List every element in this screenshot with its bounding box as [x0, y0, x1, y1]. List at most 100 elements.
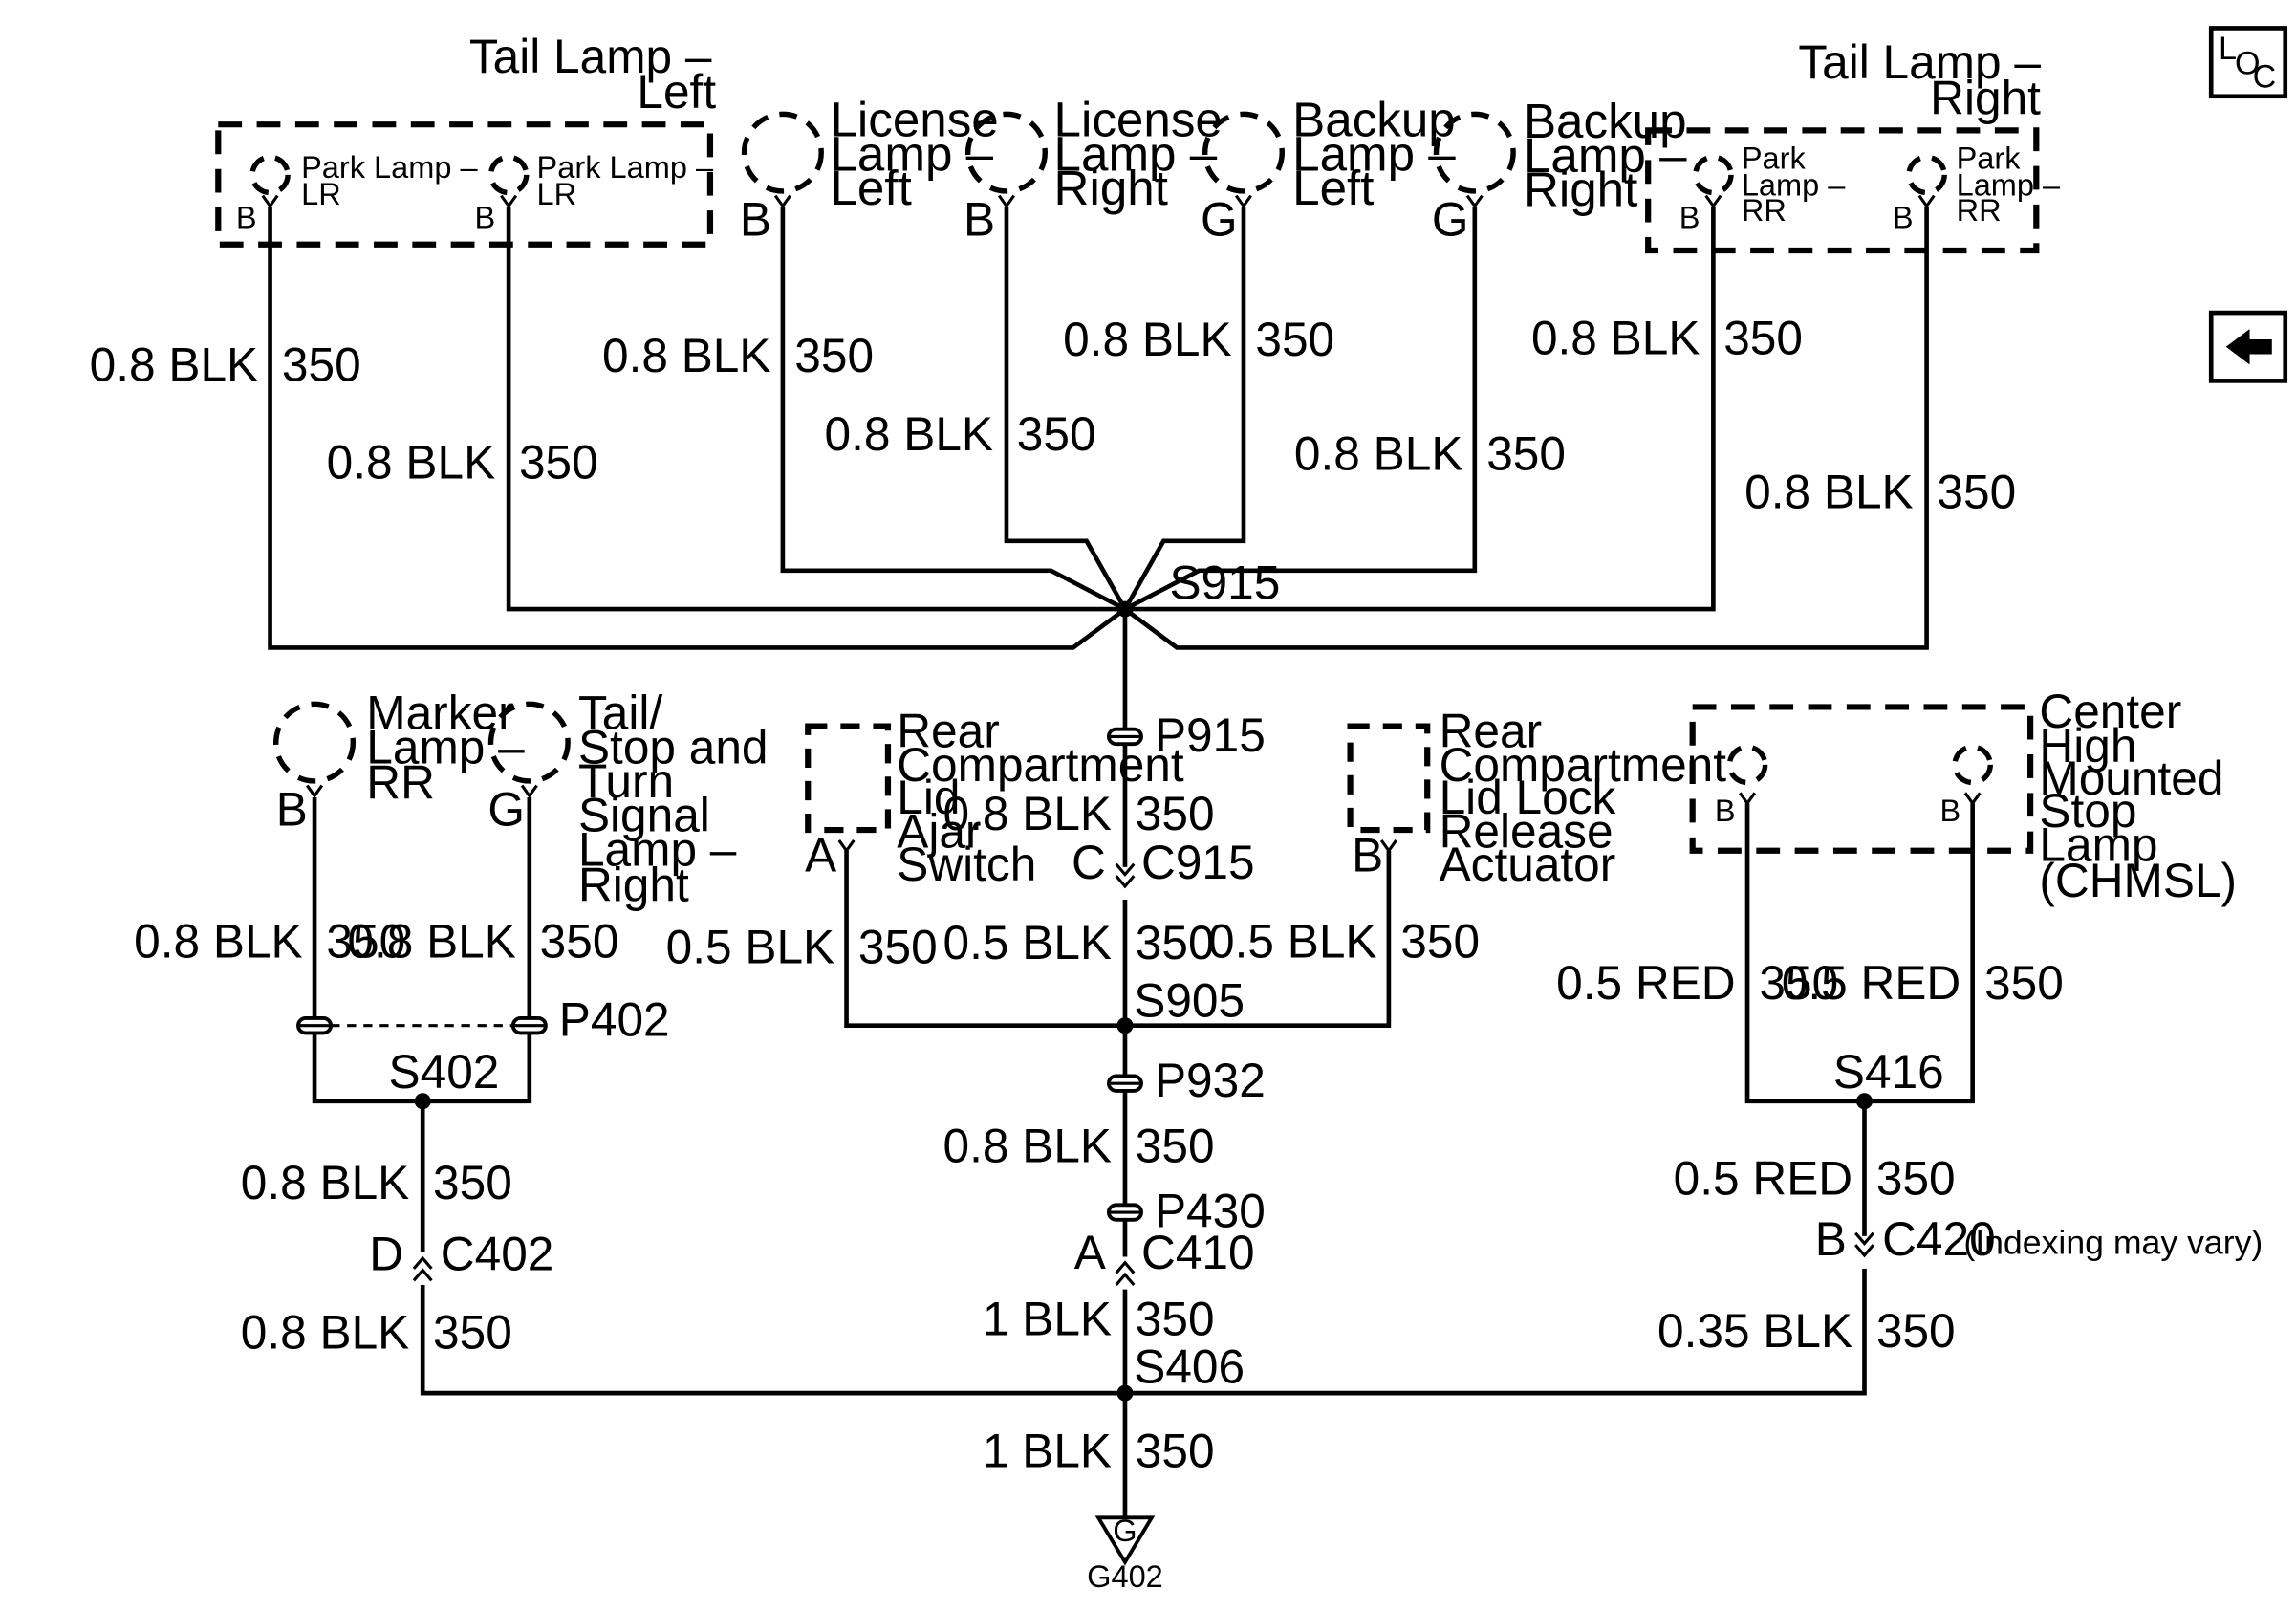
- svg-text:0.35 BLK: 0.35 BLK: [1657, 1304, 1852, 1358]
- svg-text:G: G: [1201, 192, 1238, 246]
- svg-text:350: 350: [1136, 916, 1215, 969]
- svg-text:B: B: [1893, 201, 1914, 235]
- svg-text:350: 350: [1017, 407, 1096, 461]
- splice-s915: [1116, 600, 1134, 618]
- svg-text:LR: LR: [301, 177, 341, 211]
- svg-text:License: License: [1054, 93, 1223, 147]
- svg-text:Left: Left: [637, 65, 716, 119]
- chmsl: B B Center High Mounted Stop Lamp (CHMSL…: [1689, 685, 2237, 907]
- svg-text:(Indexing may vary): (Indexing may vary): [1963, 1223, 2263, 1261]
- svg-text:0.8 BLK: 0.8 BLK: [327, 436, 495, 490]
- svg-text:0.8 BLK: 0.8 BLK: [347, 914, 515, 968]
- svg-text:Lid: Lid: [897, 771, 960, 824]
- svg-text:Backup: Backup: [1524, 94, 1687, 148]
- license-lamp-left: License Lamp – Left B: [740, 93, 999, 247]
- svg-text:0.8 BLK: 0.8 BLK: [1294, 426, 1462, 480]
- svg-text:Release: Release: [1440, 805, 1614, 859]
- svg-text:Park Lamp –: Park Lamp –: [537, 150, 714, 185]
- center-trunk: P915 0.8 BLK 350 C C915 0.5 BLK 350 S905…: [943, 609, 1266, 1518]
- svg-text:S402: S402: [389, 1045, 500, 1099]
- svg-text:O: O: [2235, 46, 2261, 82]
- svg-text:Lamp –: Lamp –: [1054, 126, 1218, 181]
- svg-text:0.8 BLK: 0.8 BLK: [602, 329, 770, 382]
- svg-text:Left: Left: [1292, 161, 1374, 215]
- svg-text:350: 350: [282, 337, 361, 391]
- svg-text:P932: P932: [1155, 1054, 1266, 1107]
- svg-text:S406: S406: [1134, 1339, 1245, 1393]
- svg-text:350: 350: [1876, 1304, 1956, 1358]
- svg-text:A: A: [805, 828, 836, 882]
- svg-text:350: 350: [1486, 426, 1566, 480]
- svg-text:350: 350: [1984, 956, 2064, 1010]
- svg-text:High: High: [2039, 719, 2136, 773]
- release-actuator: B Rear Compartment Lid Lock Release Actu…: [1124, 704, 1727, 1029]
- svg-text:0.5 BLK: 0.5 BLK: [666, 921, 834, 974]
- svg-text:D: D: [369, 1227, 403, 1280]
- svg-text:B: B: [276, 782, 308, 836]
- right-cluster-wires: 0.5 RED 350 0.5 RED 350 S416 0.5 RED 350…: [1124, 803, 2263, 1396]
- svg-text:G402: G402: [1087, 1559, 1163, 1594]
- back-arrow-icon[interactable]: [2208, 310, 2288, 383]
- svg-text:350: 350: [794, 329, 874, 382]
- svg-text:A: A: [1074, 1226, 1106, 1279]
- svg-text:P430: P430: [1155, 1185, 1266, 1238]
- left-cluster-wires: P402 0.8 BLK 350 0.8 BLK 350 S402 0.8 BL…: [134, 796, 1125, 1396]
- svg-text:Tail Lamp –: Tail Lamp –: [1798, 35, 2041, 89]
- svg-text:Rear: Rear: [897, 704, 1000, 757]
- svg-text:Switch: Switch: [897, 838, 1036, 891]
- svg-text:0.5 RED: 0.5 RED: [1674, 1151, 1852, 1205]
- svg-text:Park: Park: [1957, 142, 2022, 176]
- svg-text:P915: P915: [1155, 708, 1266, 762]
- svg-text:0.5 RED: 0.5 RED: [1782, 956, 1960, 1010]
- svg-text:0.8 BLK: 0.8 BLK: [943, 1119, 1112, 1172]
- svg-text:RR: RR: [1742, 193, 1787, 228]
- park-lamp-rr-2: Park Lamp – RR B: [1893, 142, 2061, 235]
- svg-text:Lamp –: Lamp –: [578, 822, 737, 876]
- svg-text:350: 350: [326, 914, 405, 968]
- svg-text:350: 350: [519, 436, 598, 490]
- svg-text:B: B: [964, 192, 995, 246]
- svg-text:350: 350: [1876, 1151, 1956, 1205]
- svg-text:Compartment: Compartment: [1440, 738, 1727, 792]
- svg-text:G: G: [1113, 1513, 1137, 1548]
- svg-text:0.8 BLK: 0.8 BLK: [1531, 311, 1700, 364]
- svg-text:350: 350: [540, 914, 619, 968]
- svg-text:B: B: [1352, 828, 1383, 882]
- svg-text:Mounted: Mounted: [2039, 751, 2223, 805]
- svg-text:0.8 BLK: 0.8 BLK: [241, 1156, 409, 1209]
- svg-text:0.5 BLK: 0.5 BLK: [1208, 914, 1376, 968]
- loc-icon[interactable]: L O C: [2208, 26, 2288, 99]
- svg-text:0.8 BLK: 0.8 BLK: [825, 407, 993, 461]
- svg-text:0.8 BLK: 0.8 BLK: [241, 1306, 409, 1360]
- svg-text:350: 350: [1400, 914, 1480, 968]
- svg-text:Tail/: Tail/: [578, 686, 662, 740]
- svg-text:LR: LR: [537, 177, 577, 211]
- svg-text:0.8 BLK: 0.8 BLK: [134, 914, 302, 968]
- svg-text:C402: C402: [441, 1227, 554, 1280]
- svg-text:Backup: Backup: [1292, 93, 1456, 147]
- ground-g402: G G402: [1087, 1513, 1163, 1594]
- svg-text:Lid Lock: Lid Lock: [1440, 771, 1616, 824]
- svg-text:C915: C915: [1141, 836, 1255, 889]
- svg-text:350: 350: [1136, 1425, 1215, 1478]
- svg-text:0.8 BLK: 0.8 BLK: [1744, 466, 1913, 519]
- backup-lamp-right: Backup Lamp – Right G: [1432, 94, 1687, 246]
- svg-text:S915: S915: [1169, 555, 1280, 609]
- svg-text:1 BLK: 1 BLK: [983, 1425, 1112, 1478]
- svg-text:B: B: [474, 201, 495, 235]
- svg-text:Turn: Turn: [578, 754, 674, 808]
- svg-text:350: 350: [1723, 311, 1803, 364]
- svg-text:0.8 BLK: 0.8 BLK: [90, 337, 258, 391]
- svg-text:Lamp –: Lamp –: [1292, 126, 1456, 181]
- tail-lamp-left: Tail Lamp – Left Park Lamp – LR B Park L…: [215, 30, 716, 248]
- svg-text:C420: C420: [1882, 1212, 1996, 1266]
- tail-stop-turn-lamp-right: Tail/ Stop and Turn Signal Lamp – Right …: [487, 686, 768, 912]
- svg-text:Center: Center: [2039, 685, 2181, 738]
- svg-text:G: G: [487, 782, 525, 836]
- svg-text:B: B: [236, 201, 257, 235]
- svg-text:B: B: [1679, 201, 1700, 235]
- park-lamp-lr-1: Park Lamp – LR B: [236, 150, 479, 235]
- svg-text:RR: RR: [366, 756, 435, 810]
- svg-text:350: 350: [1136, 787, 1215, 840]
